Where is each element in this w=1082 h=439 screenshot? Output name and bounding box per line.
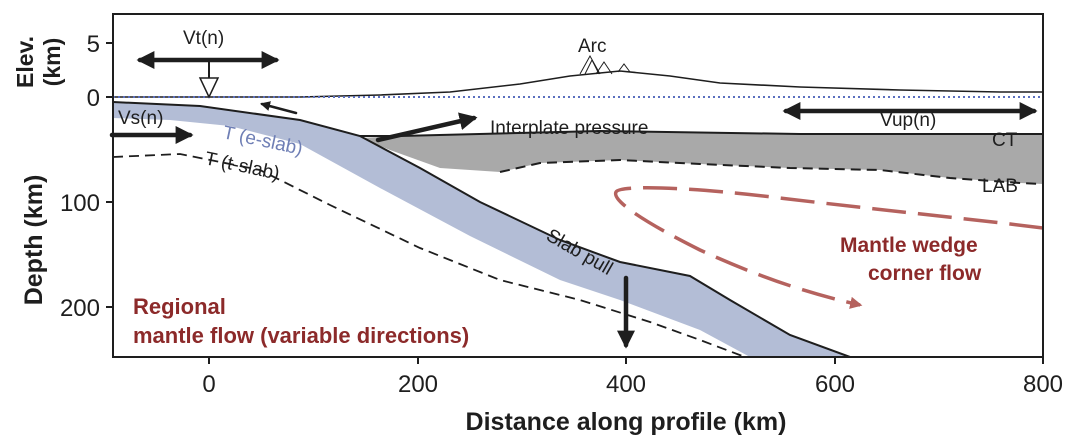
slab: [113, 102, 850, 357]
arrows: [109, 51, 1038, 349]
regional-label: Regional: [133, 294, 226, 319]
interplate-arrow: [375, 112, 478, 143]
ct-label: CT: [992, 130, 1018, 151]
x-axis-label: Distance along profile (km): [466, 408, 787, 436]
shear-arrow: [260, 101, 298, 115]
t-slab-line: [113, 153, 746, 357]
x-tick-200: 200: [398, 371, 438, 398]
y-elev-label: Elev.: [12, 36, 38, 88]
x-axis: 0 200 400 600 800 Distance along profile…: [202, 357, 1063, 436]
y-elev-unit: (km): [39, 38, 65, 87]
depth-tick-100: 100: [60, 190, 100, 217]
vt-down-arrow-head: [198, 77, 220, 99]
slab-top-line: [113, 101, 851, 357]
x-tick-400: 400: [606, 371, 646, 398]
mantle-wedge-label: Mantle wedge: [840, 234, 978, 257]
lab-line: [499, 158, 1043, 185]
plot-frame: [112, 13, 1044, 358]
elev-tick-5: 5: [87, 31, 100, 58]
corner-flow-label: corner flow: [868, 262, 982, 285]
t-tslab-label: T (t-slab): [203, 148, 281, 184]
x-tick-0: 0: [202, 371, 215, 398]
lithosphere-layer: [360, 131, 1043, 184]
elev-tick-0: 0: [87, 85, 100, 112]
lab-label: LAB: [982, 176, 1018, 197]
x-tick-800: 800: [1023, 371, 1063, 398]
vt-label: Vt(n): [183, 28, 224, 49]
vs-label: Vs(n): [118, 108, 163, 129]
topography-line: [113, 70, 1043, 98]
interplate-label: Interplate pressure: [490, 118, 648, 139]
vup-label: Vup(n): [880, 110, 936, 131]
corner-flow-arrow: [613, 185, 1043, 309]
arc-label: Arc: [578, 36, 607, 57]
depth-tick-200: 200: [60, 295, 100, 322]
y-axis: 5 0 100 200 Elev. (km) Depth (km): [12, 31, 113, 322]
y-depth-label: Depth (km): [20, 175, 48, 306]
arc-volcano-icon: [579, 54, 631, 75]
x-tick-600: 600: [815, 371, 855, 398]
regional-flow-label: mantle flow (variable directions): [133, 323, 469, 348]
